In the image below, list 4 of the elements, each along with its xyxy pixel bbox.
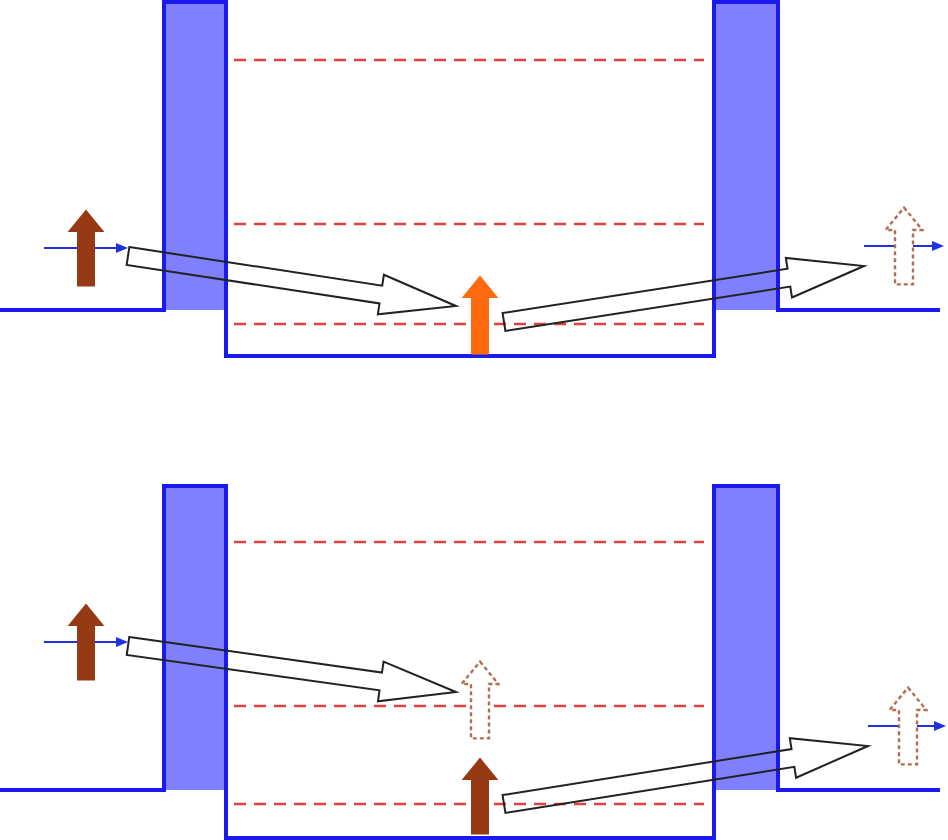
- hollow-arrow: [501, 256, 868, 333]
- hollow-arrow: [501, 737, 872, 815]
- hollow-arrow: [125, 245, 460, 316]
- hollow-arrow: [125, 635, 460, 703]
